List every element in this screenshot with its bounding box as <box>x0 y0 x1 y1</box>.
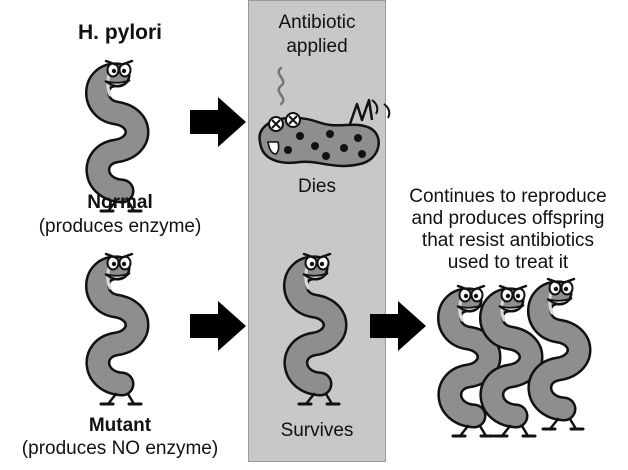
result-line3: that resist antibiotics <box>421 230 595 251</box>
treatment-label-line1: Antibiotic <box>278 12 356 33</box>
right-arrow-icon-bottom-left <box>190 301 246 351</box>
result-line1: Continues to reproduce <box>409 186 607 207</box>
normal-outcome-label: Dies <box>297 176 336 197</box>
mutant-label: Mutant <box>88 415 152 436</box>
right-arrow-icon-top <box>190 97 246 147</box>
antibiotic-panel <box>248 0 386 462</box>
normal-bacterium-icon <box>97 61 141 211</box>
normal-sublabel: (produces enzyme) <box>38 216 202 237</box>
organism-name: H. pylori <box>77 21 162 44</box>
result-line2: and produces offspring <box>411 208 605 229</box>
result-line4: used to treat it <box>447 252 569 273</box>
normal-label: Normal <box>87 192 153 213</box>
treatment-label-line2: applied <box>286 36 348 57</box>
mutant-sublabel: (produces NO enzyme) <box>21 438 219 459</box>
mutant-outcome-label: Survives <box>280 420 354 441</box>
dead-bacterium-icon <box>258 66 391 168</box>
offspring-bacterium-icon-3 <box>539 279 583 429</box>
mutant-bacterium-icon <box>97 254 141 404</box>
